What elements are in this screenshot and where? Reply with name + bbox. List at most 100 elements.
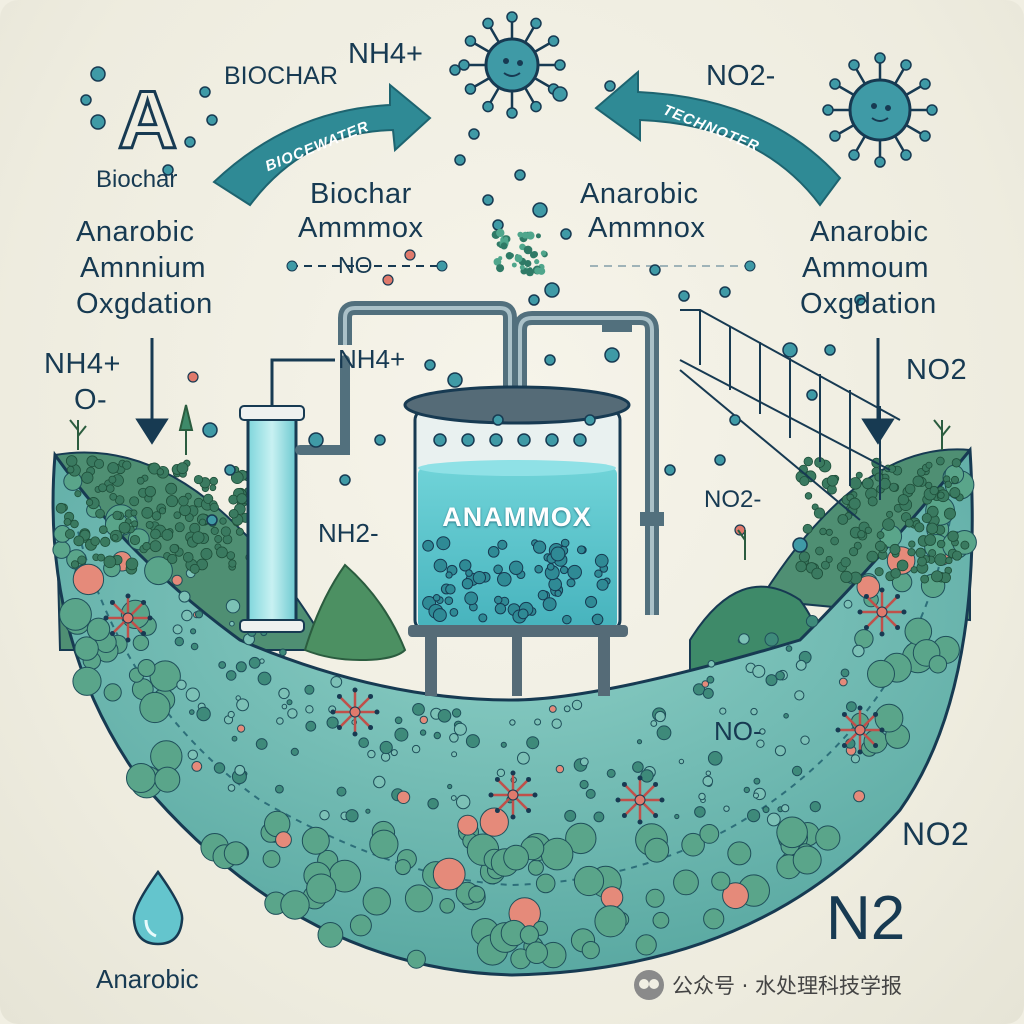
banner-right xyxy=(594,69,842,207)
pebble xyxy=(86,617,111,641)
hill-pebble xyxy=(874,567,884,577)
floating-particles xyxy=(80,64,866,553)
hill-pebble xyxy=(815,546,824,556)
hill-pebble xyxy=(889,482,899,492)
particle xyxy=(604,80,616,92)
biochar-small-label: Biochar xyxy=(96,166,178,193)
pebble xyxy=(373,775,386,789)
pebble xyxy=(225,670,237,681)
pebble xyxy=(852,644,865,658)
pebble xyxy=(719,707,727,715)
hill-pebble xyxy=(209,484,217,492)
pebble xyxy=(257,671,272,686)
tank-bubble xyxy=(449,608,459,617)
biochar-top-label: BIOCHAR xyxy=(224,62,338,90)
pebble xyxy=(854,629,874,649)
tank-bubble xyxy=(545,433,559,447)
hill-pebble xyxy=(931,570,944,583)
particle xyxy=(560,228,572,240)
pebble xyxy=(304,684,315,695)
pebble xyxy=(517,751,530,765)
nh2-label: NH2- xyxy=(318,518,379,548)
pebble xyxy=(555,764,565,774)
hill-pebble xyxy=(914,522,925,533)
particle xyxy=(468,128,480,140)
tank-bubble xyxy=(576,545,586,555)
pebble xyxy=(654,710,666,723)
pebble xyxy=(551,718,562,729)
pebble xyxy=(306,873,337,904)
pebble xyxy=(702,687,714,699)
tank-bubble xyxy=(489,433,503,447)
hill-pebble xyxy=(136,476,145,485)
tank-bubble xyxy=(459,559,472,572)
hill-pebble xyxy=(226,551,236,560)
pebble xyxy=(706,675,715,684)
pebble xyxy=(843,599,853,609)
microbe-icon xyxy=(615,775,665,825)
pebble xyxy=(213,762,226,774)
pebble xyxy=(286,699,293,706)
tank-bubble xyxy=(532,540,547,554)
pebble xyxy=(722,882,749,910)
tank-bubble xyxy=(562,614,572,625)
particle xyxy=(90,114,106,130)
tank-bubble xyxy=(546,563,555,571)
pebble xyxy=(259,658,265,664)
particle xyxy=(374,434,386,446)
pebble xyxy=(701,680,710,688)
hill-pebble xyxy=(151,511,162,521)
hill-pebble xyxy=(220,526,231,537)
particle xyxy=(806,389,818,401)
pebble xyxy=(427,798,439,810)
nh4-left-label: NH4+ xyxy=(44,348,121,380)
microbe-icon xyxy=(857,587,907,637)
tank-bubble xyxy=(464,591,479,606)
hill-pebble xyxy=(166,495,179,508)
hill-pebble xyxy=(165,482,178,495)
pebble xyxy=(681,832,705,857)
pebble xyxy=(276,717,284,725)
hill-pebble xyxy=(193,474,204,485)
pebble xyxy=(367,749,376,759)
n2-big-label: N2 xyxy=(826,884,906,953)
tank-bubble xyxy=(591,613,604,626)
pebble xyxy=(223,841,248,866)
pebble xyxy=(795,659,807,671)
pebble xyxy=(794,690,805,701)
particle xyxy=(202,422,218,438)
pebble xyxy=(465,734,480,749)
hill-pebble xyxy=(64,529,75,540)
pebble xyxy=(707,751,723,766)
pebble xyxy=(419,729,427,736)
hill-pebble xyxy=(937,491,945,499)
wechat-icon xyxy=(634,970,664,1000)
column-pipe xyxy=(270,358,335,406)
right-process-line2: Ammoum xyxy=(802,252,930,284)
tank-bubble xyxy=(465,569,473,577)
pebble xyxy=(235,661,247,673)
cluster-grain xyxy=(517,231,524,238)
big-a-letter: A xyxy=(118,75,177,166)
pebble xyxy=(656,725,672,741)
hill-pebble xyxy=(886,510,894,518)
pebble xyxy=(231,735,238,742)
pebble xyxy=(194,610,204,619)
hill-pebble xyxy=(904,518,914,528)
pebble xyxy=(565,822,597,855)
pebble xyxy=(764,632,779,647)
particle xyxy=(206,114,218,126)
hill-pebble xyxy=(944,480,952,489)
pebble xyxy=(702,775,714,787)
hill-pebble xyxy=(179,504,191,517)
tank-bubble xyxy=(508,560,524,575)
pebble xyxy=(874,703,904,733)
pebble xyxy=(365,808,371,814)
hill-pebble xyxy=(65,455,78,467)
particle xyxy=(532,202,548,218)
pebble xyxy=(774,745,786,757)
pebble xyxy=(74,636,99,661)
hill-pebble xyxy=(802,523,813,534)
hill-pebble xyxy=(904,483,916,495)
particle xyxy=(162,164,174,176)
